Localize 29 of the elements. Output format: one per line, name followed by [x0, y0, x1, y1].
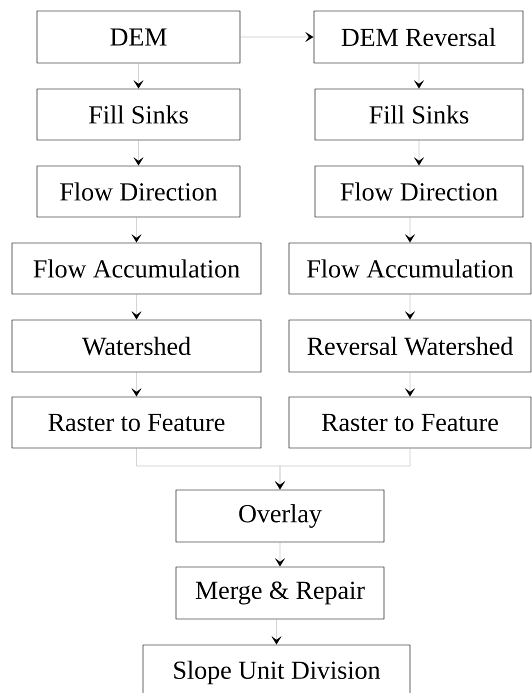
- arrow: [405, 372, 415, 396]
- arrow: [132, 217, 142, 242]
- arrow: [275, 448, 410, 490]
- process-box: Slope Unit Division: [142, 644, 410, 693]
- arrow: [132, 372, 142, 396]
- process-box: Flow Accumulation: [288, 242, 532, 294]
- arrow: [414, 140, 424, 166]
- process-box: Reversal Watershed: [288, 320, 532, 372]
- process-box: Fill Sinks: [36, 88, 240, 140]
- process-box: Flow Direction: [36, 166, 240, 218]
- process-box: Raster to Feature: [12, 396, 262, 448]
- arrow: [132, 294, 142, 320]
- process-box: DEM Reversal: [314, 10, 524, 64]
- arrow: [240, 32, 314, 42]
- process-box: DEM: [36, 10, 240, 64]
- process-box: Overlay: [176, 490, 384, 542]
- arrow: [134, 63, 144, 88]
- process-box: Flow Accumulation: [12, 242, 262, 294]
- arrow: [272, 619, 282, 644]
- process-box: Merge & Repair: [176, 566, 384, 620]
- arrow: [275, 542, 285, 566]
- arrow: [414, 63, 424, 88]
- process-box: Fill Sinks: [314, 88, 524, 140]
- arrow: [405, 294, 415, 320]
- arrow: [405, 217, 415, 242]
- arrow: [134, 140, 144, 166]
- process-box: Flow Direction: [314, 166, 524, 218]
- process-box: Watershed: [12, 320, 262, 372]
- process-box: Raster to Feature: [288, 396, 532, 448]
